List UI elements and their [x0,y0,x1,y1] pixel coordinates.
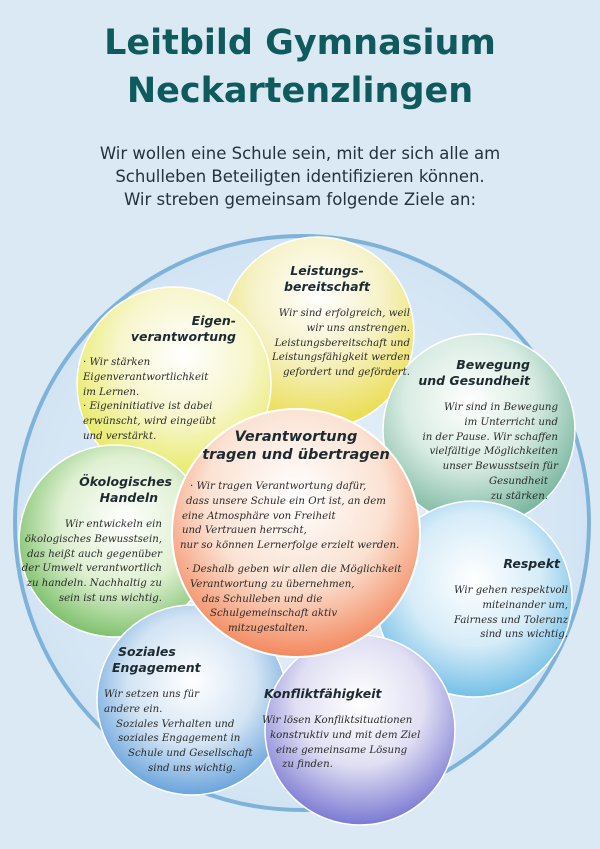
leistung-text-line: Leistungsbereitschaft und [274,337,410,349]
sozial-heading-line: Soziales [118,644,176,659]
center-text-1: · Wir tragen Verantwortung dafür, dass u… [180,480,410,554]
center-heading: Verantwortung tragen und übertragen [196,428,396,464]
sozial-text: Wir setzen uns für andere ein. Soziales … [104,688,264,777]
sozial-text-line: sind uns wichtig. [148,762,236,774]
respekt-text: Wir gehen respektvoll miteinander um, Fa… [410,584,568,643]
leistung-text-line: wir uns anstrengen. [306,322,410,334]
konflikt-text: Wir lösen Konfliktsituationen konstrukti… [262,714,452,773]
oeko-text-line: Wir entwickeln ein [64,519,162,530]
center-heading-line: Verantwortung [234,429,358,445]
respekt-text-line: Fairness und Toleranz [453,614,568,626]
bewegung-text-line: in der Pause. Wir schaffen [422,431,558,443]
respekt-text-line: sind uns wichtig. [480,629,568,641]
oeko-text-line: das heißt auch gegenüber [27,548,162,560]
oeko-text-line: der Umwelt verantwortlich [21,563,162,575]
eigen-text-line: · Eigeninitiative ist dabei [83,401,213,413]
bewegung-text-line: Gesundheit [489,475,548,487]
intro-line-2: Schulleben Beteiligten identifizieren kö… [115,167,485,186]
sozial-text-line: andere ein. [104,703,163,715]
center-text-line: Verantwortung zu übernehmen, [190,578,355,590]
bewegung-text-line: vielfältige Möglichkeiten [429,446,558,458]
leistung-text: Wir sind erfolgreich, weil wir uns anstr… [230,307,410,381]
leistung-heading: Leistungs- bereitschaft [272,263,382,295]
intro-line-1: Wir wollen eine Schule sein, mit der sic… [99,144,501,163]
sozial-text-line: Wir setzen uns für [104,689,199,700]
oeko-heading: Ökologisches Handeln [62,474,172,506]
respekt-heading-line: Respekt [503,556,560,571]
intro-text: Wir wollen eine Schule sein, mit der sic… [0,142,600,211]
leistung-text-line: Leistungsfähigkeit werden [272,352,410,364]
eigen-text-line: und verstärkt. [83,430,157,442]
eigen-text: · Wir stärken Eigenverantwortlichkeit im… [83,356,243,445]
konflikt-text-line: konstruktiv und mit dem Ziel [270,729,421,741]
bewegung-heading: Bewegung und Gesundheit [400,357,530,389]
center-text-line: mitzugestalten. [228,623,309,635]
bewegung-heading-line: Bewegung [456,357,530,372]
sozial-heading-line: Engagement [112,660,201,675]
center-text-line: dass unsere Schule ein Ort ist, an dem [186,495,386,507]
respekt-heading: Respekt [460,556,560,572]
bewegung-text-line: Wir sind in Bewegung [444,402,558,413]
leistung-text-line: gefordert und gefördert. [282,367,410,379]
oeko-text-line: ökologisches Bewusstsein, [24,533,162,545]
oeko-heading-line: Ökologisches [79,474,172,489]
konflikt-heading-line: Konfliktfähigkeit [264,686,382,701]
konflikt-heading: Konfliktfähigkeit [264,686,414,702]
bewegung-text-line: unser Bewusstsein für [442,461,558,473]
center-text-line: · Wir tragen Verantwortung dafür, [190,481,367,492]
konflikt-text-line: zu finden. [282,759,333,771]
center-text-line: · Deshalb geben wir allen die Möglichkei… [186,564,402,575]
eigen-heading-line: verantwortung [130,329,236,344]
leistung-text-line: Wir sind erfolgreich, weil [278,308,410,319]
eigen-text-line: · Wir stärken [83,357,151,368]
eigen-text-line: Eigenverantwortlichkeit [83,371,209,383]
eigen-heading-line: Eigen- [191,313,236,328]
center-text-line: eine Atmosphäre von Freiheit [182,510,336,522]
respekt-text-line: Wir gehen respektvoll [454,585,568,596]
sozial-text-line: Schule und Gesellschaft [128,748,253,760]
bewegung-text: Wir sind in Bewegung im Unterricht und i… [400,401,558,505]
center-text-line: Schulgemeinschaft aktiv [210,608,338,620]
eigen-heading: Eigen- verantwortung [98,313,236,345]
bewegung-heading-line: und Gesundheit [418,373,530,388]
oeko-text-line: sein ist uns wichtig. [58,592,162,604]
leistung-heading-line: bereitschaft [284,279,370,294]
center-text-line: das Schulleben und die [202,593,323,605]
oeko-text-line: zu handeln. Nachhaltig zu [26,578,162,590]
sozial-text-line: soziales Engagement in [118,733,241,745]
konflikt-text-line: Wir lösen Konfliktsituationen [262,715,413,726]
eigen-text-line: im Lernen. [83,386,140,398]
sozial-heading: Soziales Engagement [112,644,232,676]
oeko-heading-line: Handeln [99,490,158,505]
page-title-line-1: Leitbild Gymnasium [104,23,496,63]
center-text-line: nur so können Lernerfolge erzielt werden… [180,540,400,552]
leistung-heading-line: Leistungs- [290,263,364,278]
center-text-2: · Deshalb geben wir allen die Möglichkei… [184,563,404,637]
eigen-text-line: erwünscht, wird eingeübt [83,416,216,428]
circle-center-verantwortung [171,408,421,658]
page-title-line-2: Neckartenzlingen [126,71,474,111]
bewegung-text-line: im Unterricht und [464,416,558,428]
oeko-text: Wir entwickeln ein ökologisches Bewussts… [20,518,162,607]
intro-line-3: Wir streben gemeinsam folgende Ziele an: [123,190,477,209]
bewegung-text-line: zu stärken. [490,490,548,502]
konflikt-text-line: eine gemeinsame Lösung [276,744,408,756]
center-text-line: und Vertrauen herrscht, [182,525,307,537]
sozial-text-line: Soziales Verhalten und [116,718,235,730]
respekt-text-line: miteinander um, [482,599,568,611]
center-heading-line: tragen und übertragen [202,447,390,463]
